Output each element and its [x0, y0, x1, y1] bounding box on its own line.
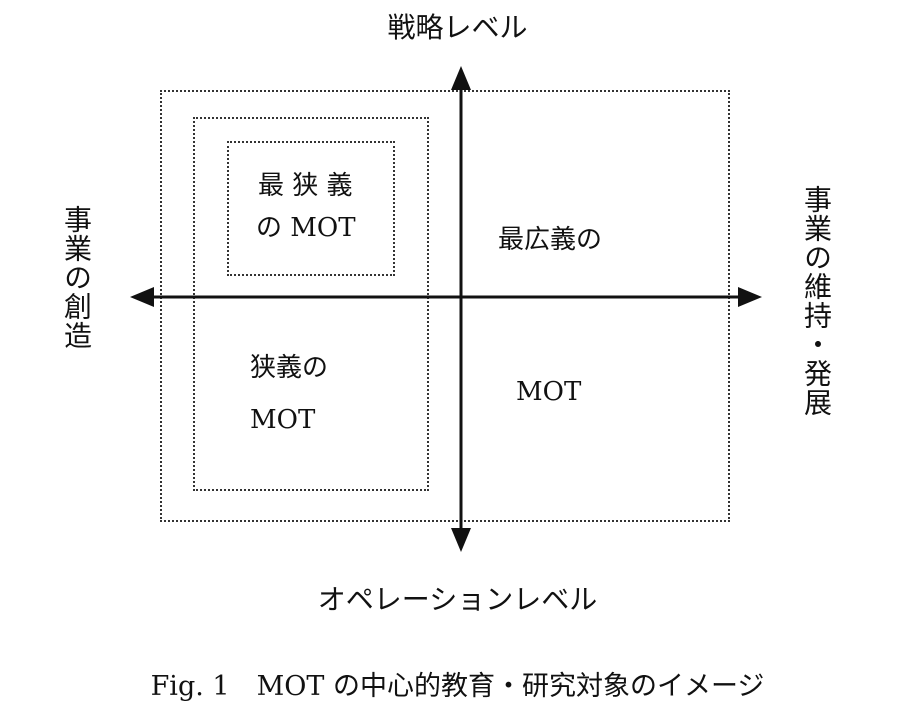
narrowest-mot-box: [227, 141, 395, 276]
narrow-mot-box: [193, 117, 429, 491]
arrow-right-icon: [738, 287, 762, 307]
arrow-left-icon: [130, 287, 154, 307]
broadest-mot-label-line2: MOT: [516, 377, 582, 407]
figure-caption: Fig. 1 MOT の中心的教育・研究対象のイメージ: [150, 671, 765, 702]
axis-label-top: 戦略レベル: [387, 11, 528, 44]
axis-label-bottom: オペレーションレベル: [317, 583, 598, 616]
axis-label-left: 事業の創造: [60, 205, 93, 350]
broadest-mot-box: [160, 90, 730, 522]
narrow-mot-label-line1: 狭義の: [250, 353, 329, 383]
arrow-up-icon: [451, 66, 471, 90]
narrow-mot-label-line2: MOT: [250, 405, 316, 435]
broadest-mot-label-line1: 最広義の: [498, 225, 603, 255]
narrowest-mot-label-line2: の MOT: [256, 213, 356, 243]
axis-label-right: 事業の維持・発展: [800, 185, 833, 417]
narrowest-mot-label-line1: 最 狭 義: [258, 171, 353, 201]
arrow-down-icon: [451, 528, 471, 552]
